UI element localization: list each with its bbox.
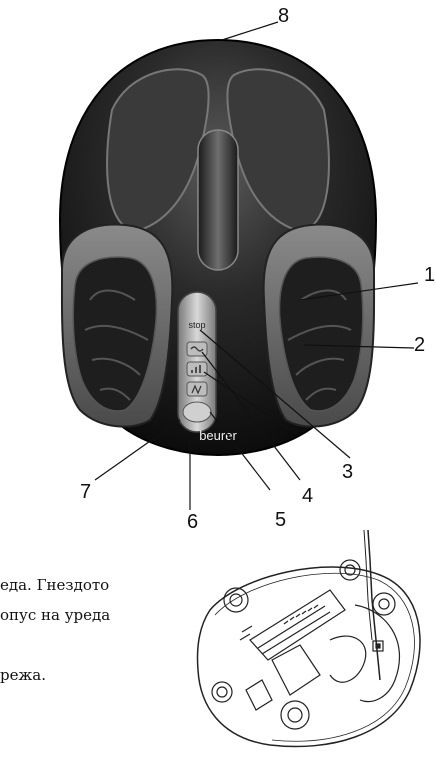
power-cable — [368, 530, 380, 680]
base-foot-bottom-left — [212, 682, 232, 702]
base-foot-left — [224, 588, 248, 612]
base-foot-top — [340, 560, 360, 580]
base-foot-right — [373, 593, 395, 615]
base-foot-bottom — [281, 701, 309, 729]
